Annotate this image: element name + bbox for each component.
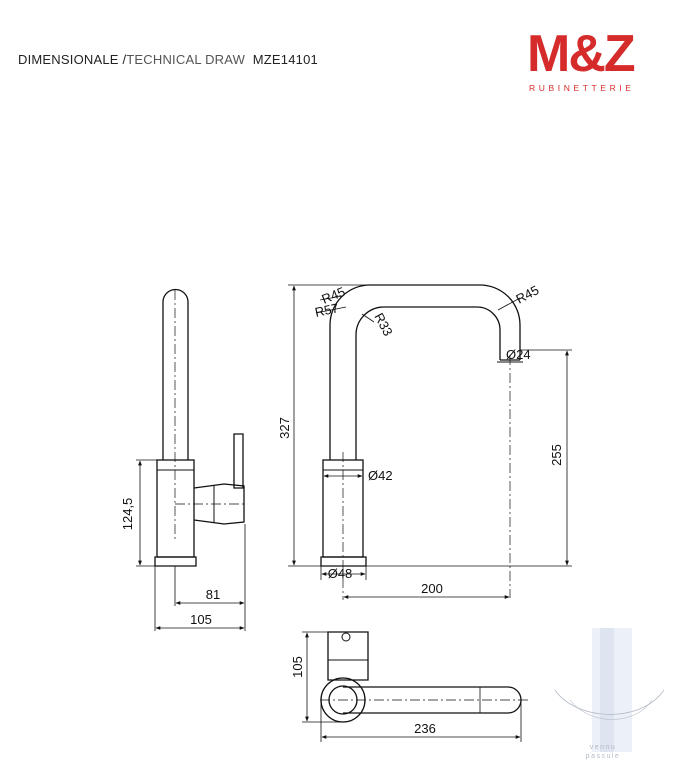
- dim-side-handle-offset: 81: [206, 587, 220, 602]
- dim-front-height: 327: [277, 417, 292, 439]
- front-spout-outer: [329, 284, 521, 460]
- side-view: [136, 288, 246, 631]
- title-sub: TECHNICAL DRAW: [126, 52, 246, 67]
- dim-reach: 200: [421, 581, 443, 596]
- front-base: [320, 556, 367, 567]
- side-handle-stem: [233, 433, 244, 489]
- dim-top-depth: 105: [290, 656, 305, 678]
- dim-body-diameter: Ø42: [368, 468, 393, 483]
- logo-mark: M&Z: [527, 25, 636, 83]
- dim-radius-right: R45: [513, 282, 541, 306]
- model-code: MZE14101: [252, 52, 318, 67]
- dim-spout-height: 255: [549, 444, 564, 466]
- dim-side-base-depth: 105: [190, 612, 212, 627]
- side-body: [156, 459, 195, 558]
- dim-spout-diameter: Ø24: [506, 347, 531, 362]
- side-base: [154, 556, 197, 567]
- watermark-line1: vennu: [590, 744, 617, 751]
- side-spout: [162, 288, 189, 460]
- dim-radius-inner: R33: [371, 310, 395, 338]
- top-view: [302, 631, 530, 742]
- watermark-line2: passule: [586, 753, 621, 760]
- top-handle: [327, 631, 369, 681]
- dim-base-diameter: Ø48: [328, 566, 353, 581]
- dim-radius-mid-left: R57: [314, 300, 340, 320]
- dim-top-length: 236: [414, 721, 436, 736]
- front-spout-inner: [355, 306, 501, 460]
- dim-side-base-height: 124,5: [120, 498, 135, 531]
- brand-logo: M&Z RUBINETTERIE: [527, 25, 661, 98]
- title-main: DIMENSIONALE /: [18, 52, 127, 67]
- logo-subtitle: RUBINETTERIE: [529, 83, 635, 93]
- front-view: [288, 284, 572, 600]
- watermark: vennu passule: [554, 628, 665, 760]
- drawing-title: DIMENSIONALE /TECHNICAL DRAW MZE14101: [18, 52, 318, 67]
